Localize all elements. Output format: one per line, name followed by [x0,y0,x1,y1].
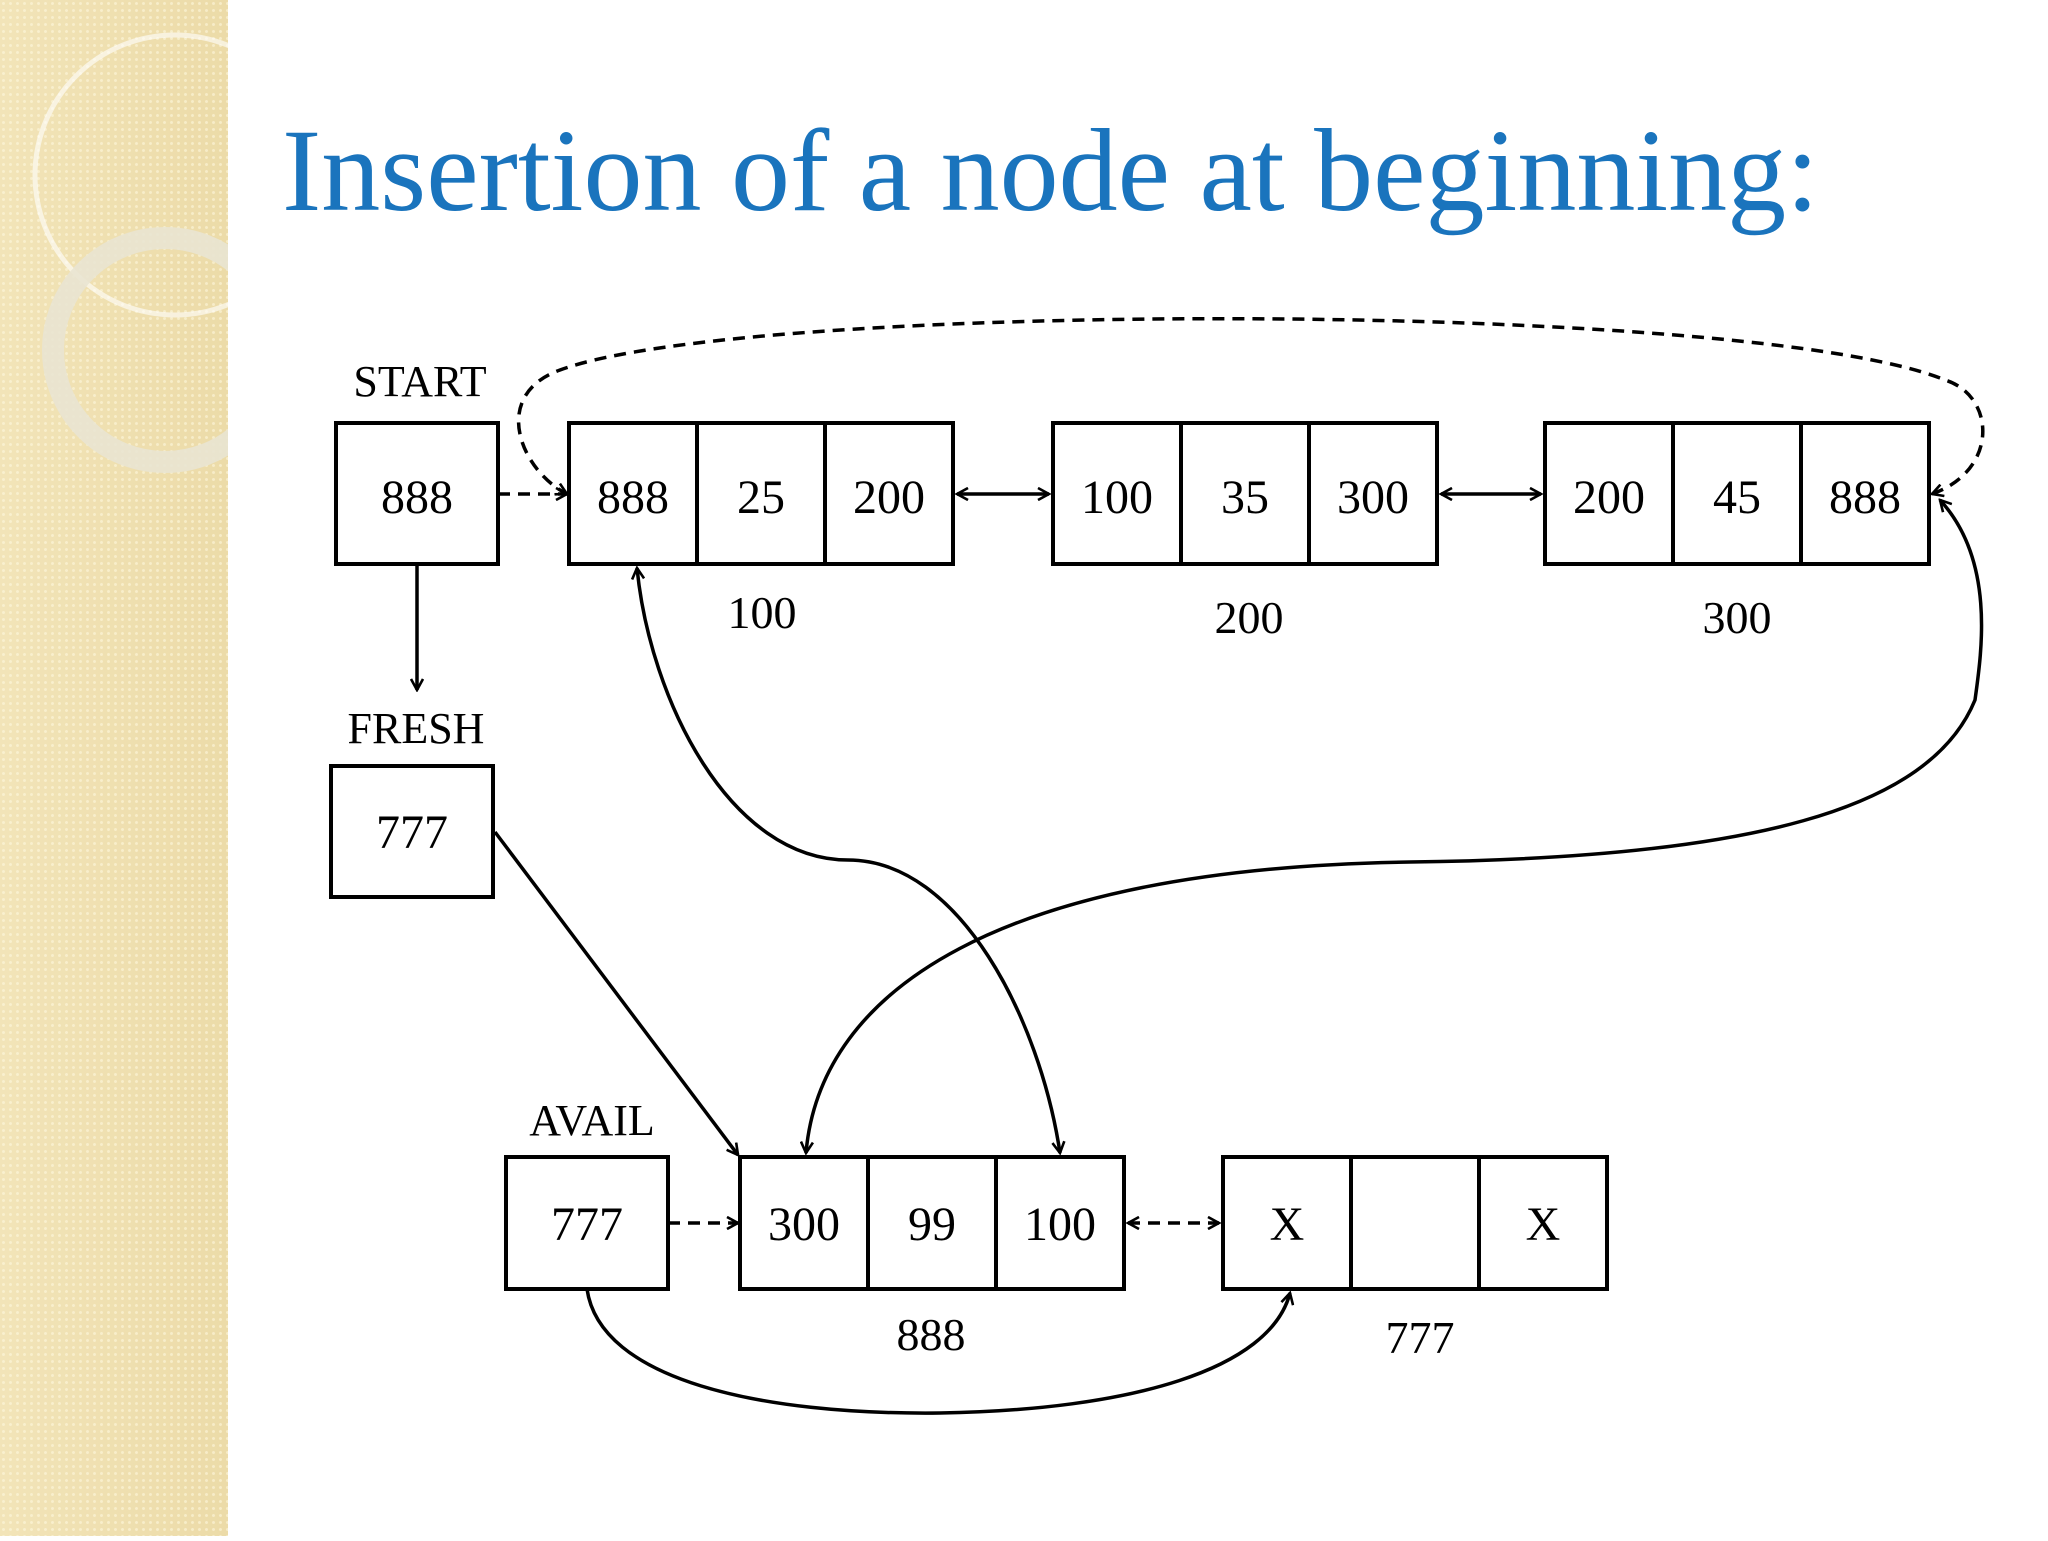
node-next: 300 [1337,471,1409,524]
list-node: 200 45 888 300 [1543,421,1931,643]
node-info: 99 [908,1198,956,1251]
node-info: 25 [737,471,785,524]
node-address: 100 [728,587,797,638]
fresh-to-new-node-arrow [493,830,738,1155]
avail-node: 300 99 100 888 [738,1155,1126,1360]
node-prev: X [1270,1198,1305,1251]
node-info: 45 [1713,471,1761,524]
fresh-value: 777 [376,806,448,859]
node-address: 888 [897,1309,966,1360]
avail-label: AVAIL [529,1096,655,1145]
node-prev: 888 [597,471,669,524]
start-label: START [353,357,486,406]
start-pointer-box: 888 [334,421,500,566]
avail-to-next-free-arrow [585,1288,1290,1415]
new-first-link-arrow [637,568,1060,1153]
node-prev: 200 [1573,471,1645,524]
node-next: 888 [1829,471,1901,524]
node-address: 777 [1386,1312,1455,1363]
fresh-label: FRESH [348,704,485,753]
node-prev: 100 [1081,471,1153,524]
node-address: 300 [1703,592,1772,643]
list-node: 100 35 300 200 [1051,421,1439,643]
avail-pointer-box: 777 [504,1155,670,1291]
node-info: 35 [1221,471,1269,524]
node-next: 200 [853,471,925,524]
node-address: 200 [1215,592,1284,643]
avail-value: 777 [551,1198,623,1251]
slide-title: Insertion of a node at beginning: [282,105,1819,236]
start-value: 888 [381,471,453,524]
new-last-link-arrow [806,500,1984,1153]
node-prev: 300 [768,1198,840,1251]
avail-node: X X 777 [1221,1155,1609,1363]
node-next: X [1526,1198,1561,1251]
node-next: 100 [1024,1198,1096,1251]
list-node: 888 25 200 100 [567,421,955,638]
fresh-pointer-box: 777 [329,764,495,899]
decorative-sidebar [0,0,318,1536]
